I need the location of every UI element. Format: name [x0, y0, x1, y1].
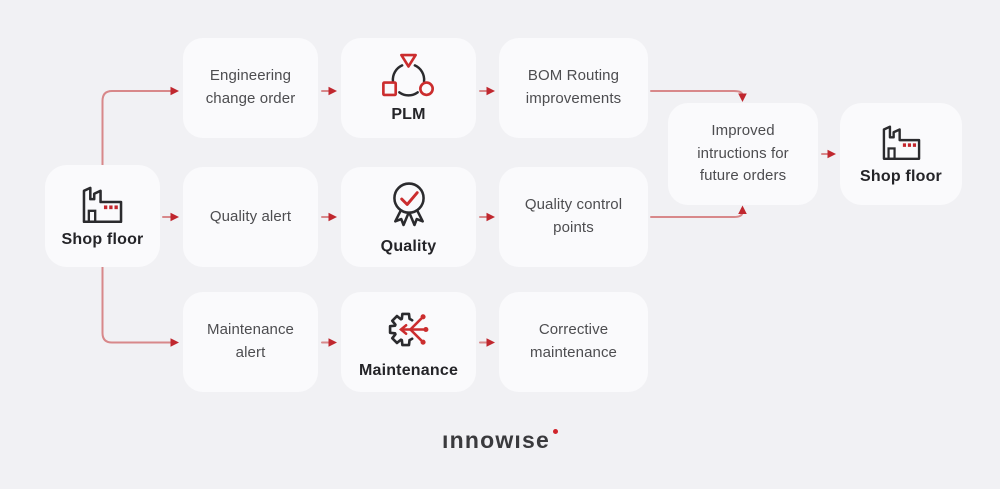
node-quality-control-points: Quality control points [499, 167, 648, 267]
innowise-logo-lockup: ınnowıse [442, 429, 558, 452]
node-bom-routing-improvements: BOM Routing improvements [499, 38, 648, 138]
logo-red-dot [553, 429, 558, 434]
node-label: Quality control points [524, 196, 623, 236]
node-label: Maintenance [358, 361, 459, 379]
quality-icon [386, 179, 432, 230]
node-corrective-maintenance: Corrective maintenance [499, 292, 648, 392]
node-improved-instructions: Improved intructions for future orders [668, 103, 818, 205]
node-quality-alert: Quality alert [183, 167, 318, 267]
node-engineering-change-order: Engineering change order [183, 38, 318, 138]
node-label: Engineering change order [205, 67, 296, 107]
node-shop-floor-source: Shop floor [45, 165, 160, 267]
factory-icon [880, 123, 923, 160]
node-maintenance: Maintenance [341, 292, 476, 392]
node-shop-floor-destination: Shop floor [840, 103, 962, 205]
innowise-logo: ınnowıse [0, 429, 1000, 452]
innowise-logo-text: ınnowıse [441, 427, 550, 453]
node-label: Shop floor [860, 167, 942, 185]
node-label: Shop floor [61, 230, 144, 248]
node-label: Improved intructions for future orders [697, 121, 789, 185]
node-label: PLM [391, 106, 426, 123]
plm-icon [381, 52, 436, 98]
factory-icon [80, 184, 125, 223]
node-label: Quality [380, 237, 437, 255]
maintenance-icon [385, 305, 432, 354]
node-maintenance-alert: Maintenance alert [183, 292, 318, 392]
node-label: Corrective maintenance [530, 321, 617, 361]
node-plm: PLM [341, 38, 476, 138]
node-label: BOM Routing improvements [525, 67, 622, 107]
node-label: Maintenance alert [207, 321, 294, 361]
node-label: Quality alert [209, 207, 292, 225]
node-quality: Quality [341, 167, 476, 267]
